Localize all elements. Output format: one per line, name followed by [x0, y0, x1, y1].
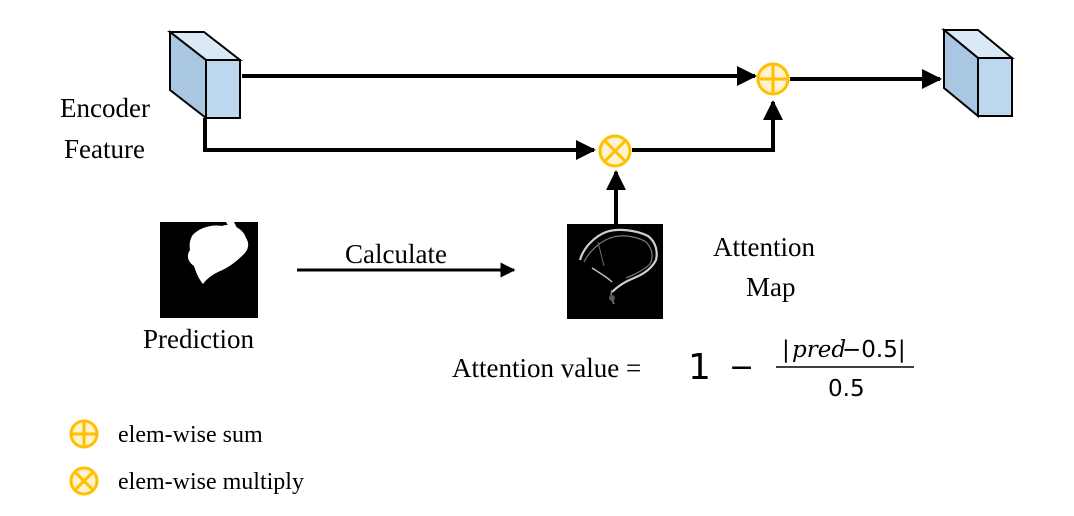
- encoder-feature-cube: [167, 29, 243, 121]
- formula-bar-left: |: [782, 337, 790, 363]
- formula-one: 1: [688, 347, 711, 388]
- formula-denominator: 0.5: [828, 376, 865, 402]
- elem-wise-multiply-operator: [598, 134, 632, 168]
- legend-multiply-label: elem-wise multiply: [118, 469, 304, 495]
- legend-sum-label: elem-wise sum: [118, 422, 263, 448]
- circle-plus-icon: [69, 419, 99, 449]
- feature-to-multiply-arrow: [203, 118, 596, 160]
- attention-map-image: [567, 224, 663, 319]
- encoder-feature-label-line1: Encoder: [60, 93, 150, 123]
- prediction-label: Prediction: [143, 324, 254, 354]
- prediction-image: [160, 222, 258, 318]
- attention-map-label-line2: Map: [746, 272, 796, 302]
- formula-pred: pred: [792, 337, 846, 363]
- calculate-label: Calculate: [345, 239, 447, 269]
- attention-formula: Attention value = 1 − | pred −0.5| 0.5: [452, 337, 914, 402]
- elem-wise-sum-operator: [756, 62, 790, 96]
- legend: elem-wise sum elem-wise multiply: [69, 419, 304, 496]
- multiply-to-sum-arrow: [632, 100, 783, 152]
- formula-numerator-rest: −0.5|: [842, 337, 906, 363]
- formula-lhs: Attention value =: [452, 353, 641, 383]
- formula-minus: −: [729, 350, 754, 385]
- encoder-feature-label-line2: Feature: [64, 134, 145, 164]
- attention-map-label-line1: Attention: [713, 232, 815, 262]
- output-feature-cube: [941, 27, 1015, 119]
- circle-times-icon: [69, 466, 99, 496]
